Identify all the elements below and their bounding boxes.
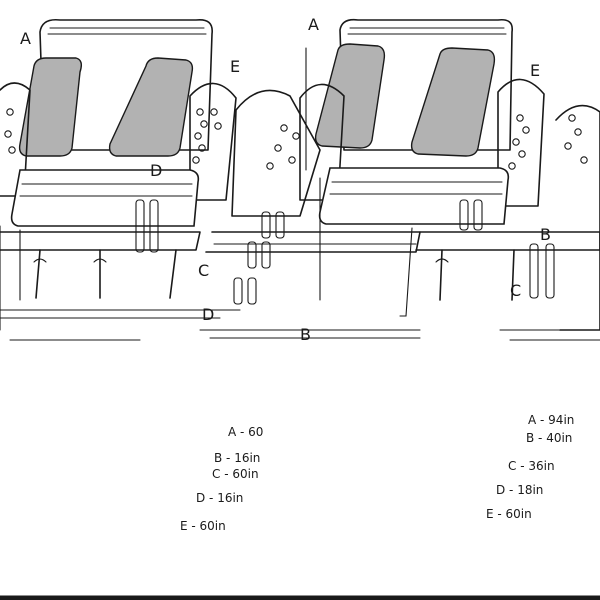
dim-right-b: B - 40in	[526, 431, 572, 445]
callout-labels: A A E E C C D D B B	[20, 15, 551, 344]
callout-c-right: C	[510, 281, 521, 300]
dim-right-e: E - 60in	[486, 507, 532, 521]
right-sofa-trim	[508, 114, 588, 170]
left-sofa	[0, 18, 237, 299]
right-sofa-pillow-right	[410, 47, 496, 157]
left-sofa-pillow-right	[108, 57, 194, 157]
right-sofa-arm-right	[497, 78, 545, 207]
right-sofa-rungs	[459, 199, 555, 299]
callout-b-right: B	[540, 225, 551, 244]
left-sofa-rungs	[135, 199, 159, 253]
dim-left-b: B - 16in	[214, 451, 260, 465]
middle-sofa-seat	[205, 231, 421, 253]
dim-left-a: A - 60	[228, 425, 263, 439]
middle-sofa-rungs	[233, 211, 285, 305]
left-sofa-pillow-left	[18, 57, 83, 157]
dim-left-e: E - 60in	[180, 519, 226, 533]
callout-a-left: A	[20, 29, 31, 48]
dim-right-c: C - 36in	[508, 459, 555, 473]
left-sofa-arm-left	[0, 82, 31, 197]
left-sofa-backrest	[39, 18, 213, 151]
callout-a-right: A	[308, 15, 319, 34]
left-sofa-trim	[4, 108, 222, 164]
right-sofa-legs	[435, 249, 515, 301]
left-sofa-seat	[10, 169, 200, 227]
left-sofa-legs	[33, 249, 177, 299]
floor-lines	[0, 47, 600, 600]
callout-d-left: D	[150, 161, 162, 180]
right-sofa	[299, 18, 600, 331]
left-sofa-arm-right	[189, 82, 237, 201]
dim-right-a: A - 94in	[528, 413, 574, 427]
dimension-legend-left: A - 60 B - 16in C - 60in D - 16in E - 60…	[180, 425, 263, 533]
callout-c-left: C	[198, 261, 209, 280]
dim-left-c: C - 60in	[212, 467, 259, 481]
dimension-legend-right: A - 94in B - 40in C - 36in D - 18in E - …	[486, 413, 574, 521]
callout-b-bottom: B	[300, 325, 311, 344]
middle-sofa-backrest	[231, 89, 321, 217]
dim-left-d: D - 16in	[196, 491, 243, 505]
left-sofa-front-rail	[0, 231, 201, 251]
right-sofa-seat	[318, 167, 510, 225]
callout-e-left: E	[230, 57, 240, 76]
right-sofa-far-arm	[555, 104, 600, 331]
middle-sofa	[205, 89, 421, 305]
dim-right-d: D - 18in	[496, 483, 543, 497]
callout-e-right: E	[530, 61, 540, 80]
right-sofa-pillow-left	[314, 43, 386, 149]
callout-d-mid: D	[202, 305, 214, 324]
right-sofa-front-rail	[415, 231, 600, 251]
right-sofa-backrest	[339, 18, 514, 151]
